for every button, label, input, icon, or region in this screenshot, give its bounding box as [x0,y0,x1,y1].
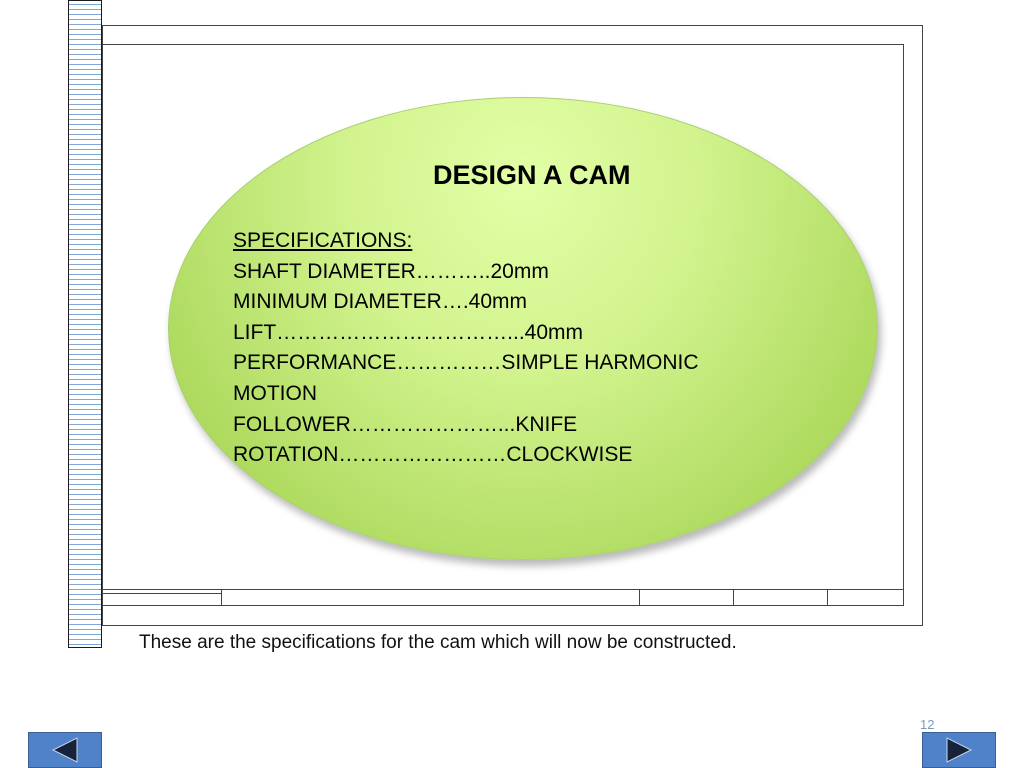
spec-lift: LIFT……………………………...40mm [233,320,584,344]
spec-rotation: ROTATION……………………CLOCKWISE [233,443,633,467]
previous-slide-button[interactable] [28,732,102,768]
title-block-divider [102,590,222,594]
title-block-divider [221,590,222,606]
slide-caption: These are the specifications for the cam… [139,632,737,653]
page-number: 12 [920,717,935,732]
title-block-divider [827,590,828,606]
title-block-divider [733,590,734,606]
spec-shaft-diameter: SHAFT DIAMETER………..20mm [233,259,549,283]
specifications-heading: SPECIFICATIONS: [233,229,413,252]
ruled-binding-strip [68,0,102,648]
specifications-block: SPECIFICATIONS: SHAFT DIAMETER………..20mm … [233,226,833,471]
spec-follower: FOLLOWER…………………...KNIFE [233,412,578,436]
cam-design-ellipse [168,97,878,560]
spec-performance: PERFORMANCE……………SIMPLE HARMONIC [233,351,699,375]
slide-title: DESIGN A CAM [433,160,631,190]
right-triangle-icon [946,737,973,763]
drawing-title-block [102,589,904,606]
drawing-inner-frame [102,44,904,606]
spec-performance-continued: MOTION [233,381,317,405]
next-slide-button[interactable] [922,732,996,768]
spec-minimum-diameter: MINIMUM DIAMETER….40mm [233,290,527,314]
title-block-divider [639,590,640,606]
left-triangle-icon [51,737,78,763]
